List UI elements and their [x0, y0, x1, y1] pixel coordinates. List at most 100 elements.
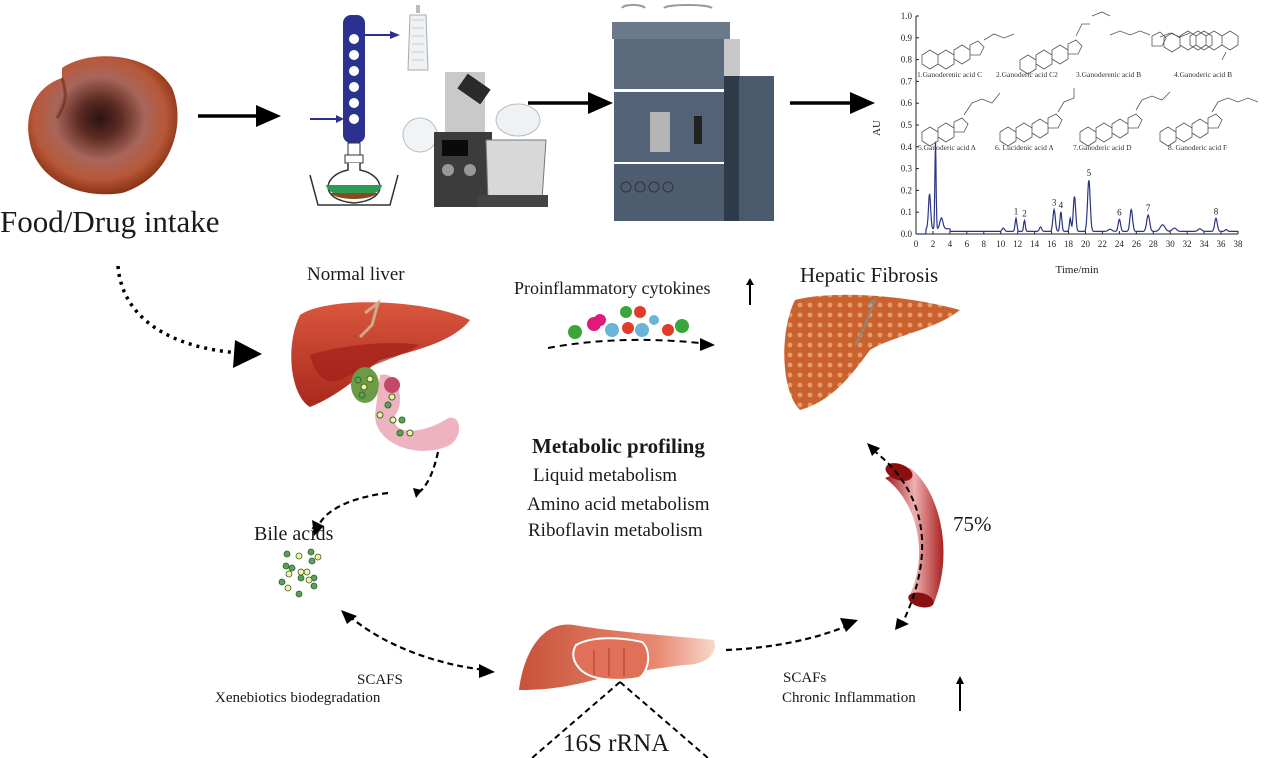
peak-label: 8	[1214, 206, 1219, 216]
bile-acid-dot	[297, 568, 305, 576]
bile-acid-dot	[308, 557, 316, 565]
cytokine-dot	[675, 319, 689, 333]
peak-label: 7	[1146, 203, 1151, 213]
compound-label: 6. Lucidenic acid A	[995, 143, 1054, 152]
compound-label: 8. Ganoderic acid F	[1168, 143, 1227, 152]
intake-label: Food/Drug intake	[0, 204, 220, 239]
arrow-right-icon	[198, 105, 281, 127]
bile-acid-dot	[310, 582, 318, 590]
bile-acid-dot	[283, 550, 291, 558]
bile-acid-dot	[314, 553, 322, 561]
vessel-percent-label: 75%	[953, 512, 992, 536]
dashed-arrow-icon	[312, 451, 440, 536]
dashed-double-arrow-icon	[341, 610, 495, 678]
cytokine-dot	[635, 323, 649, 337]
x-tick-label: 6	[965, 239, 970, 249]
x-tick-label: 8	[982, 239, 987, 249]
hepatic-fibrosis-label: Hepatic Fibrosis	[800, 263, 939, 287]
x-tick-label: 20	[1081, 239, 1091, 249]
blood-vessel-image	[867, 443, 944, 630]
metabolic-item: Liquid metabolism	[533, 465, 678, 486]
bile-acid-dot	[278, 578, 286, 586]
cytokines-label: Proinflammatory cytokines	[514, 278, 711, 298]
y-tick-label: 0.6	[901, 98, 913, 108]
ganoderma-mushroom-image	[28, 56, 178, 195]
bile-acid-dot	[303, 568, 311, 576]
x-tick-label: 30	[1166, 239, 1176, 249]
increase-arrow-icon	[746, 278, 754, 305]
y-tick-label: 1.0	[901, 11, 913, 21]
uplc-system-image	[612, 4, 774, 221]
x-tick-label: 36	[1217, 239, 1227, 249]
compound-label: 2.Ganoderic acid C2	[996, 70, 1058, 79]
peak-label: 5	[1087, 168, 1092, 178]
bile-acid-dot	[284, 584, 292, 592]
compound-label: 1.Ganoderenic acid C	[917, 70, 982, 79]
bile-acid-dot	[285, 570, 293, 578]
gut-left-line: SCAFS	[357, 672, 403, 688]
arrow-right-icon	[790, 92, 875, 114]
gut-right-line: Chronic Inflammation	[782, 690, 916, 706]
cytokine-dot	[634, 306, 646, 318]
peak-label: 6	[1117, 207, 1122, 217]
peak-label: 4	[1059, 200, 1064, 210]
x-tick-label: 10	[996, 239, 1006, 249]
peak-label: 2	[1022, 208, 1027, 218]
bile-acid-dot	[297, 574, 305, 582]
bile-acid-dot	[295, 590, 303, 598]
rrna-label: 16S rRNA	[563, 730, 670, 757]
metabolic-profiling-title: Metabolic profiling	[532, 434, 705, 458]
intestine-image	[519, 624, 715, 690]
y-tick-label: 0.1	[901, 207, 912, 217]
cytokine-dot	[662, 324, 674, 336]
compound-label: 5.Ganoderic acid A	[918, 143, 977, 152]
x-tick-label: 0	[914, 239, 919, 249]
gut-left-line: Xenebiotics biodegradation	[215, 690, 381, 706]
y-tick-label: 0.8	[901, 55, 913, 65]
x-tick-label: 18	[1064, 239, 1074, 249]
x-axis-label: Time/min	[1056, 264, 1099, 276]
x-tick-label: 38	[1234, 239, 1244, 249]
peak-label: 1	[1014, 206, 1019, 216]
x-tick-label: 14	[1030, 239, 1040, 249]
compound-label: 4.Ganoderic acid B	[1174, 70, 1232, 79]
chemical-structures	[921, 11, 1259, 147]
bile-acids-label: Bile acids	[254, 523, 334, 545]
increase-arrow-icon	[956, 676, 964, 711]
x-tick-label: 12	[1013, 239, 1022, 249]
y-tick-label: 0.4	[901, 142, 913, 152]
peak-label: 3	[1052, 198, 1057, 208]
bile-acid-dot	[288, 564, 296, 572]
x-tick-label: 16	[1047, 239, 1057, 249]
reflux-extraction-apparatus	[309, 15, 400, 206]
gut-right-line: SCAFs	[783, 670, 827, 686]
compound-label: 7.Ganoderic acid D	[1073, 143, 1132, 152]
y-tick-label: 0.9	[901, 33, 913, 43]
rotary-evaporator-image	[402, 5, 548, 207]
cytokine-dot	[622, 322, 634, 334]
cytokine-dot	[605, 323, 619, 337]
x-tick-label: 4	[948, 239, 953, 249]
arrow-right-icon	[528, 92, 613, 114]
bile-acid-dot	[305, 576, 313, 584]
chromatogram-trace	[916, 141, 1238, 235]
metabolic-item: Amino acid metabolism	[527, 494, 710, 515]
cytokine-particles	[547, 306, 715, 351]
x-tick-label: 24	[1115, 239, 1125, 249]
cytokine-dot	[620, 306, 632, 318]
y-tick-label: 0.5	[901, 120, 913, 130]
dotted-curved-arrow-icon	[116, 265, 262, 368]
bile-acid-particles	[278, 548, 322, 598]
bile-acid-dot	[307, 548, 315, 556]
x-tick-label: 28	[1149, 239, 1159, 249]
x-tick-label: 32	[1183, 239, 1192, 249]
bile-acid-dot	[295, 552, 303, 560]
x-tick-label: 22	[1098, 239, 1107, 249]
normal-liver-image	[291, 299, 470, 451]
dashed-arrow-icon	[725, 618, 858, 652]
bile-acid-dot	[282, 562, 290, 570]
cytokine-dot	[594, 314, 606, 326]
fibrotic-liver-image	[784, 294, 960, 410]
metabolic-item: Riboflavin metabolism	[528, 520, 703, 541]
